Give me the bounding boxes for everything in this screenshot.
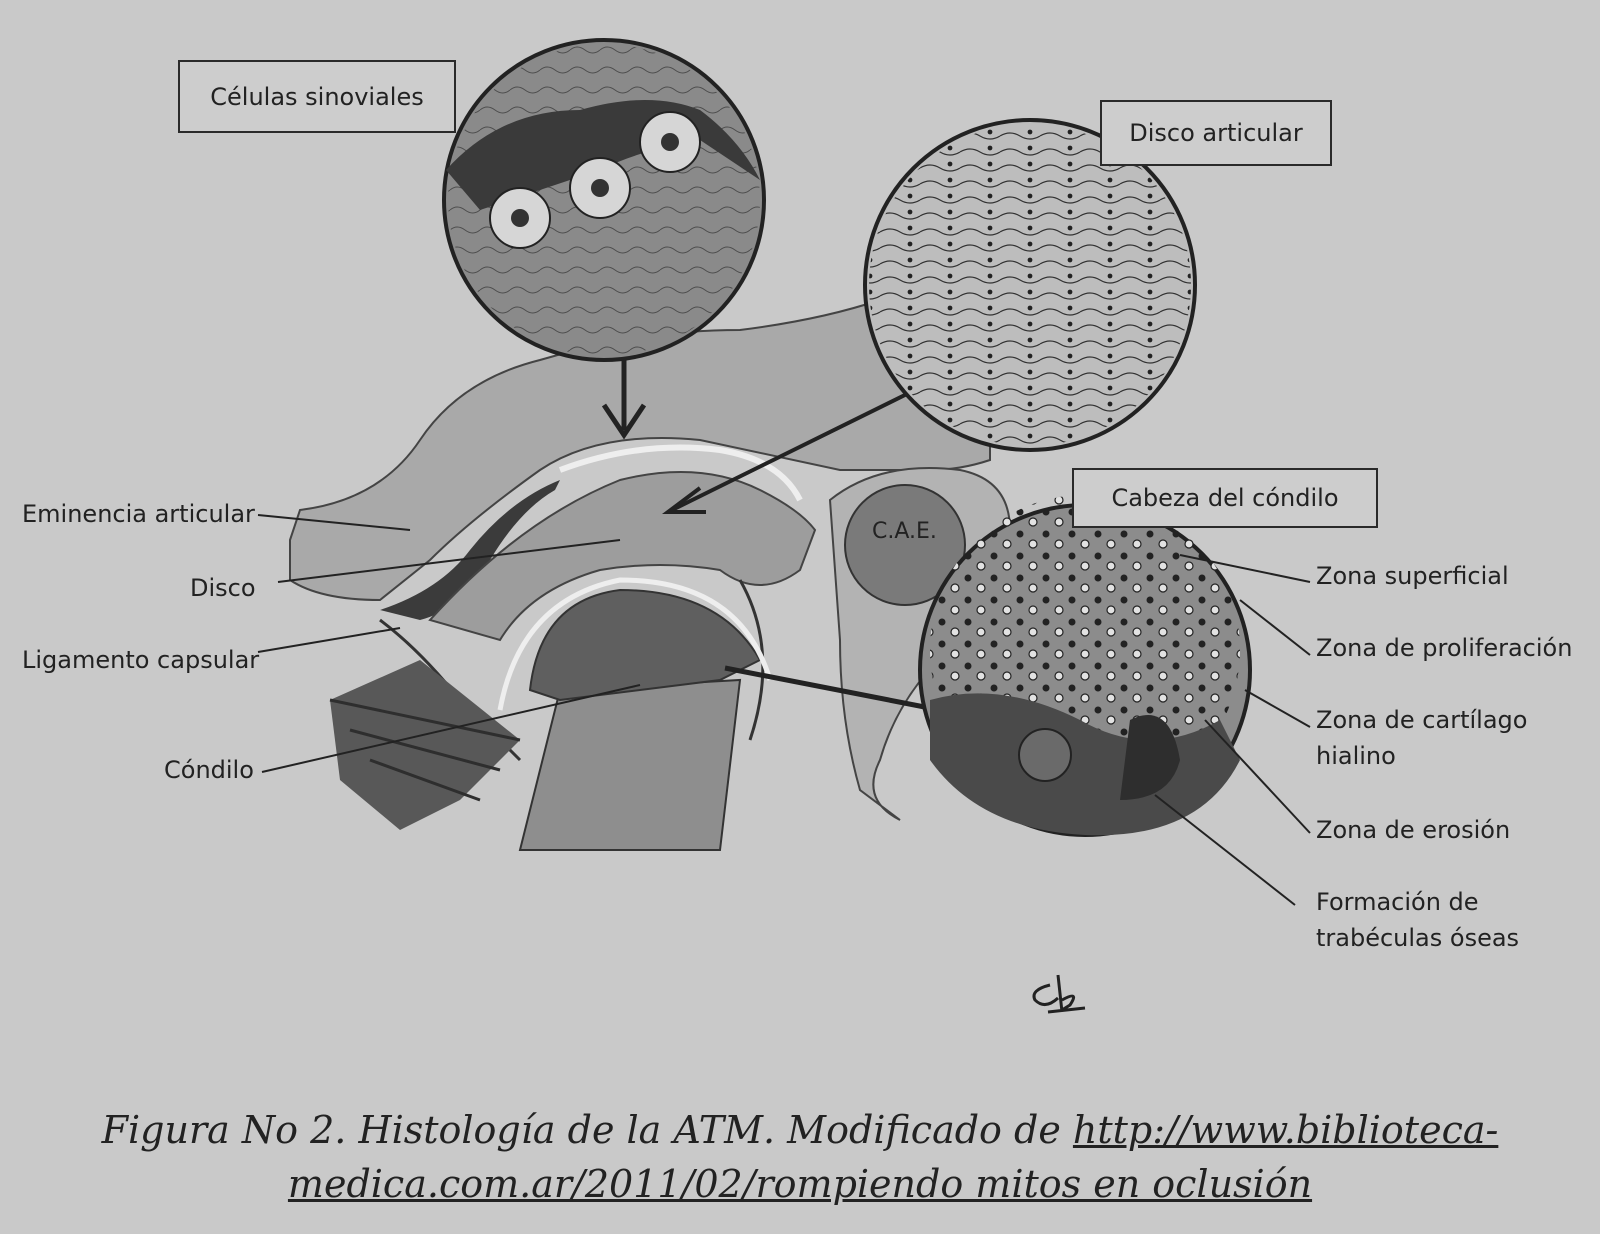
label-zona-superficial: Zona superficial — [1316, 562, 1509, 590]
figure-label: Figura No 2. — [101, 1108, 347, 1152]
figure-caption-line-1: Figura No 2. Histología de la ATM. Modif… — [0, 1108, 1600, 1152]
label-box-cabeza-condilo: Cabeza del cóndilo — [1072, 468, 1378, 528]
articular-disc — [428, 471, 817, 642]
label-formacion-1: Formación de — [1316, 888, 1479, 916]
label-eminencia: Eminencia articular — [22, 500, 255, 528]
label-ligamento: Ligamento capsular — [22, 646, 260, 674]
label-formacion-2: trabéculas óseas — [1316, 924, 1520, 952]
label-zona-erosion: Zona de erosión — [1316, 816, 1511, 844]
label-condilo: Cóndilo — [164, 756, 254, 784]
caption-text: Histología de la ATM. Modificado de — [358, 1108, 1061, 1152]
caption-url-part-1[interactable]: http://www.biblioteca- — [1072, 1108, 1499, 1152]
label-cabeza-condilo: Cabeza del cóndilo — [1111, 484, 1339, 512]
label-box-celulas-sinoviales: Células sinoviales — [178, 60, 456, 133]
condylar-head — [528, 588, 762, 702]
label-box-disco-articular: Disco articular — [1100, 100, 1332, 166]
figure-caption-line-2: medica.com.ar/2011/02/rompiendo mitos en… — [0, 1162, 1600, 1206]
label-zona-cartilago-1: Zona de cartílago — [1316, 706, 1528, 734]
caption-url-part-2[interactable]: medica.com.ar/2011/02/rompiendo mitos en… — [287, 1162, 1313, 1206]
label-zona-cartilago-2: hialino — [1316, 742, 1396, 770]
label-zona-proliferacion: Zona de proliferación — [1316, 634, 1573, 662]
synovial-band — [380, 480, 560, 620]
cae-label: C.A.E. — [872, 519, 937, 544]
temporal-bone — [289, 299, 991, 602]
pterygoid-muscle — [330, 660, 520, 830]
label-disco: Disco — [190, 574, 256, 602]
label-disco-articular: Disco articular — [1129, 119, 1303, 147]
cae-circle — [844, 484, 966, 606]
signature-mark — [1032, 974, 1086, 1014]
label-celulas-sinoviales: Células sinoviales — [210, 82, 424, 111]
